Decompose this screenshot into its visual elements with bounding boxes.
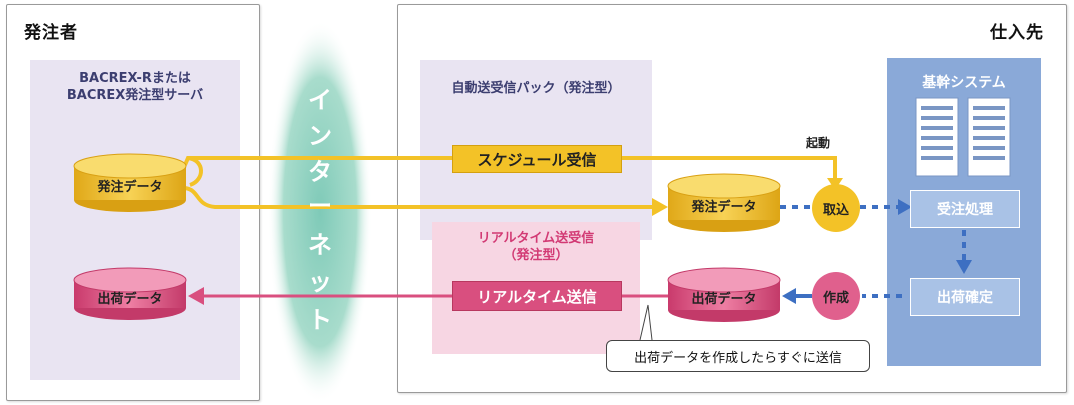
internet-char: ッ	[308, 268, 332, 296]
order-processing-box: 受注処理	[910, 190, 1020, 228]
start-label: 起動	[806, 136, 831, 150]
supplier-title: 仕入先	[990, 23, 1044, 43]
auto-pack-label: 自動送受信パック（発注型）	[451, 81, 621, 96]
create-arrowhead	[782, 288, 796, 304]
callout-note: 出荷データを作成したらすぐに送信	[606, 340, 870, 372]
realtime-label-line1: リアルタイム送受信	[477, 231, 595, 246]
server-icon	[915, 97, 1011, 177]
callout-pointer	[639, 304, 653, 341]
order-flow-line	[184, 186, 655, 209]
internet-label: イ ン タ ー ネ ッ ト	[300, 80, 340, 360]
order-arrowhead	[652, 198, 668, 216]
internet-char: ネ	[308, 231, 332, 259]
process-arrowhead	[956, 260, 972, 274]
internet-char: イ	[308, 86, 332, 114]
internet-char: ー	[308, 192, 332, 220]
orderer-order-data-label: 発注データ	[97, 180, 163, 195]
shipment-confirm-box: 出荷確定	[910, 278, 1020, 316]
order-flow-curve	[187, 156, 203, 187]
orderer-title: 発注者	[24, 23, 78, 43]
realtime-send-bar: リアルタイム送信	[452, 281, 622, 311]
orderer-shipment-data-label: 出荷データ	[97, 292, 163, 307]
orderer-server-label: BACREX-Rまたは BACREX発注型サーバ	[30, 70, 240, 104]
supplier-order-cylinder	[667, 173, 781, 232]
core-system-label: 基幹システム	[922, 75, 1006, 91]
supplier-order-data-label: 発注データ	[691, 200, 757, 215]
import-circle: 取込	[812, 184, 860, 232]
realtime-label-line2: （発注型）	[503, 248, 569, 263]
create-circle: 作成	[812, 272, 860, 320]
orderer-order-cylinder	[73, 153, 187, 212]
internet-char: ン	[308, 122, 332, 150]
shipment-arrowhead	[188, 287, 204, 305]
realtime-label: リアルタイム送受信 （発注型）	[432, 230, 640, 264]
orderer-server-label-line2: BACREX発注型サーバ	[66, 88, 204, 103]
import-arrowhead	[898, 199, 912, 215]
internet-char: タ	[308, 158, 332, 186]
schedule-receive-bar: スケジュール受信	[452, 145, 622, 173]
orderer-shipment-cylinder	[73, 267, 187, 320]
orderer-server-label-line1: BACREX-Rまたは	[79, 71, 191, 86]
orderer-server-area	[30, 60, 240, 380]
supplier-shipment-data-label: 出荷データ	[691, 292, 757, 307]
internet-cloud	[268, 20, 372, 404]
internet-char: ト	[308, 306, 332, 334]
supplier-shipment-cylinder	[667, 267, 781, 322]
